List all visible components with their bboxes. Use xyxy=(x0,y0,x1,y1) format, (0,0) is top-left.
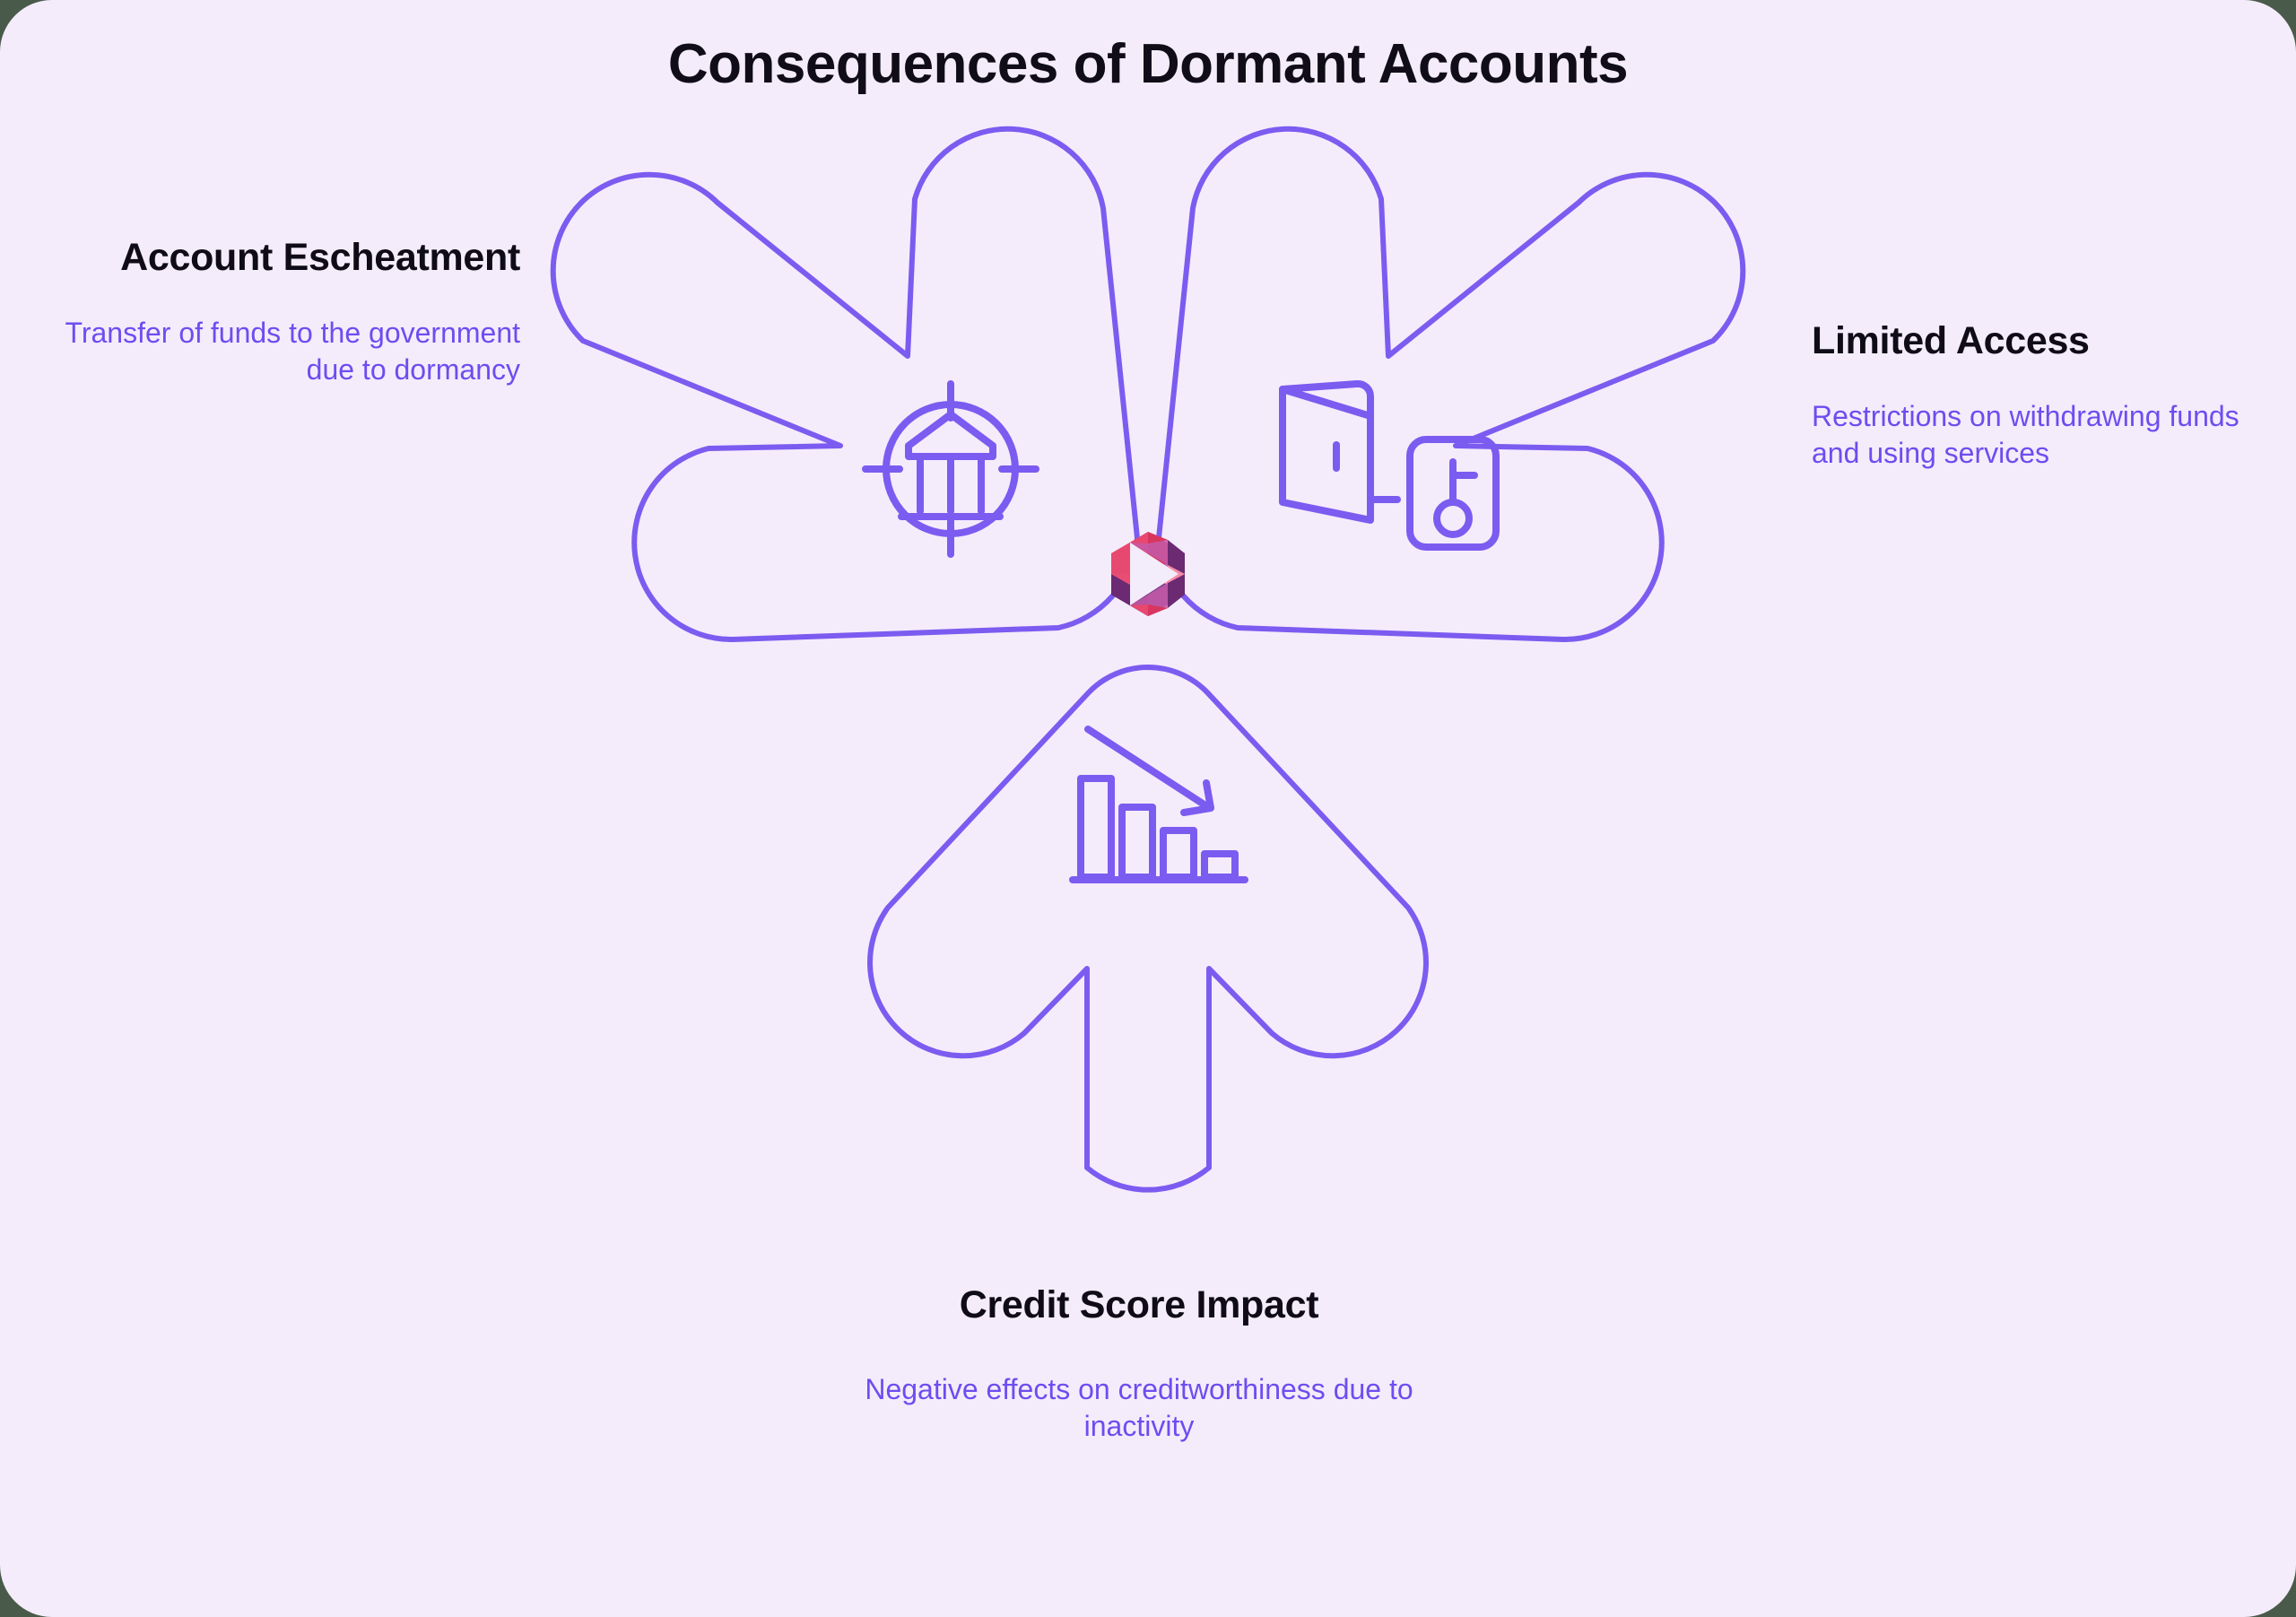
panel-credit-score-impact: Credit Score Impact Negative effects on … xyxy=(852,1282,1426,1445)
arrow-account-escheatment[interactable] xyxy=(550,126,1140,643)
panel-desc-credit-score-impact: Negative effects on creditworthiness due… xyxy=(865,1372,1413,1442)
arrow-credit-score-impact[interactable] xyxy=(867,665,1429,1193)
panel-limited-access: Limited Access Restrictions on withdrawi… xyxy=(1812,318,2260,472)
panel-title-limited-access: Limited Access xyxy=(1812,319,2090,362)
bank-target-icon xyxy=(862,380,1039,558)
panel-title-account-escheatment: Account Escheatment xyxy=(120,236,520,279)
panel-desc-account-escheatment: Transfer of funds to the government due … xyxy=(65,316,520,386)
panel-account-escheatment: Account Escheatment Transfer of funds to… xyxy=(36,235,520,388)
page-title: Consequences of Dormant Accounts xyxy=(667,33,1629,95)
declining-bar-chart-icon xyxy=(1069,726,1248,883)
open-door-keycard-icon xyxy=(1279,380,1500,551)
hexagon-prism-logo xyxy=(1111,532,1185,616)
panel-title-credit-score-impact: Credit Score Impact xyxy=(959,1283,1319,1326)
panel-desc-limited-access: Restrictions on withdrawing funds and us… xyxy=(1812,399,2239,469)
arrow-limited-access[interactable] xyxy=(1156,126,1746,643)
